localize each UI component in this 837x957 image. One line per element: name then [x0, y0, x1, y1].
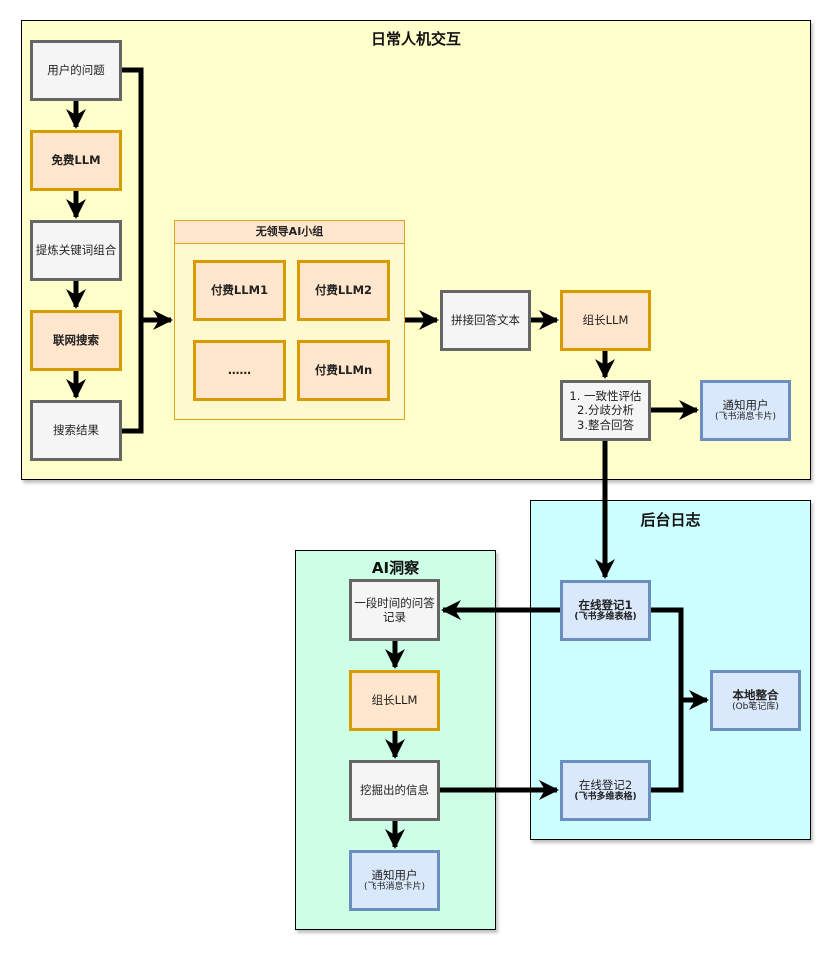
- node-evaluation[interactable]: 1. 一致性评估 2.分歧分析 3.整合回答: [560, 380, 651, 441]
- node-extract-keywords[interactable]: 提炼关键词组合: [30, 220, 122, 281]
- node-leader-llm[interactable]: 组长LLM: [560, 290, 651, 351]
- node-label: 在线登记1: [578, 597, 633, 612]
- node-label: 组长LLM: [371, 693, 418, 708]
- node-notify-user-daily[interactable]: 通知用户 (飞书消息卡片): [700, 380, 791, 441]
- node-paid-llm-1[interactable]: 付费LLM1: [193, 260, 286, 321]
- node-label: 搜索结果: [53, 423, 99, 438]
- node-sublabel: (Ob笔记库): [732, 702, 779, 713]
- node-online-register-2[interactable]: 在线登记2 (飞书多维表格): [560, 760, 651, 821]
- node-label: 提炼关键词组合: [35, 243, 117, 258]
- node-label: 通知用户: [371, 867, 418, 882]
- node-paid-llm-2[interactable]: 付费LLM2: [297, 260, 390, 321]
- node-sublabel: (飞书多维表格): [574, 792, 637, 803]
- container-insight-title: AI洞察: [371, 559, 420, 577]
- node-sublabel: (飞书消息卡片): [363, 882, 426, 893]
- node-search-results[interactable]: 搜索结果: [30, 400, 122, 461]
- node-online-register-1[interactable]: 在线登记1 (飞书多维表格): [560, 580, 651, 641]
- node-label: 用户的问题: [47, 63, 105, 78]
- node-concat-answers[interactable]: 拼接回答文本: [440, 290, 531, 351]
- node-label: 付费LLM1: [210, 283, 269, 298]
- container-log-title: 后台日志: [640, 511, 701, 529]
- node-qa-records[interactable]: 一段时间的问答记录: [349, 579, 440, 641]
- node-label: 付费LLM2: [314, 283, 373, 298]
- node-free-llm[interactable]: 免费LLM: [30, 130, 122, 191]
- node-label: 组长LLM: [582, 313, 629, 328]
- node-web-search[interactable]: 联网搜索: [30, 310, 122, 371]
- node-label: 拼接回答文本: [451, 313, 520, 328]
- node-label: 付费LLMn: [314, 363, 373, 378]
- node-user-question[interactable]: 用户的问题: [30, 40, 122, 101]
- node-label: 通知用户: [722, 397, 769, 412]
- node-sublabel: (飞书消息卡片): [714, 412, 777, 423]
- node-label: 挖掘出的信息: [360, 783, 429, 798]
- node-label: ……: [228, 363, 251, 378]
- node-paid-llm-ellipsis[interactable]: ……: [193, 340, 286, 401]
- node-sublabel: (飞书多维表格): [574, 612, 637, 623]
- node-label: 在线登记2: [578, 777, 633, 792]
- evaluation-step-3: 3.整合回答: [577, 417, 634, 432]
- node-label: 联网搜索: [53, 333, 99, 348]
- node-local-integration[interactable]: 本地整合 (Ob笔记库): [710, 670, 801, 731]
- evaluation-step-2: 2.分歧分析: [577, 403, 634, 418]
- evaluation-step-1: 1. 一致性评估: [569, 388, 642, 403]
- container-daily-title: 日常人机交互: [370, 30, 461, 48]
- node-label: 一段时间的问答记录: [354, 595, 435, 624]
- node-label: 免费LLM: [51, 153, 101, 168]
- node-mined-info[interactable]: 挖掘出的信息: [349, 760, 440, 821]
- container-daily-interaction: 日常人机交互: [21, 20, 811, 480]
- node-notify-user-insight[interactable]: 通知用户 (飞书消息卡片): [349, 850, 440, 911]
- node-insight-leader-llm[interactable]: 组长LLM: [349, 670, 440, 731]
- group-title: 无领导AI小组: [175, 221, 404, 244]
- node-label: 本地整合: [732, 687, 779, 702]
- node-paid-llm-n[interactable]: 付费LLMn: [297, 340, 390, 401]
